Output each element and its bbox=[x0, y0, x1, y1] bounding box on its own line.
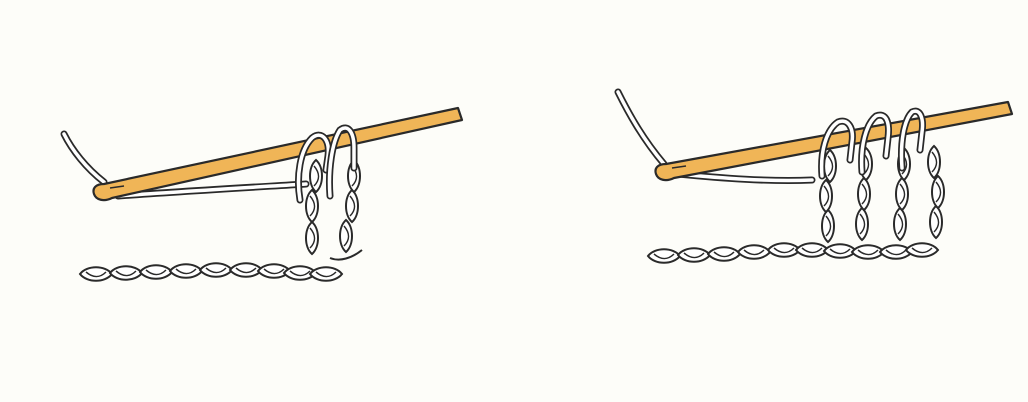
panel-step-2 bbox=[618, 92, 1012, 263]
stitch-column bbox=[820, 146, 944, 242]
chain-stitch-row bbox=[648, 243, 938, 263]
stitch-column bbox=[306, 160, 362, 260]
chain-stitch-row bbox=[80, 263, 342, 281]
panel-step-1 bbox=[64, 108, 462, 281]
